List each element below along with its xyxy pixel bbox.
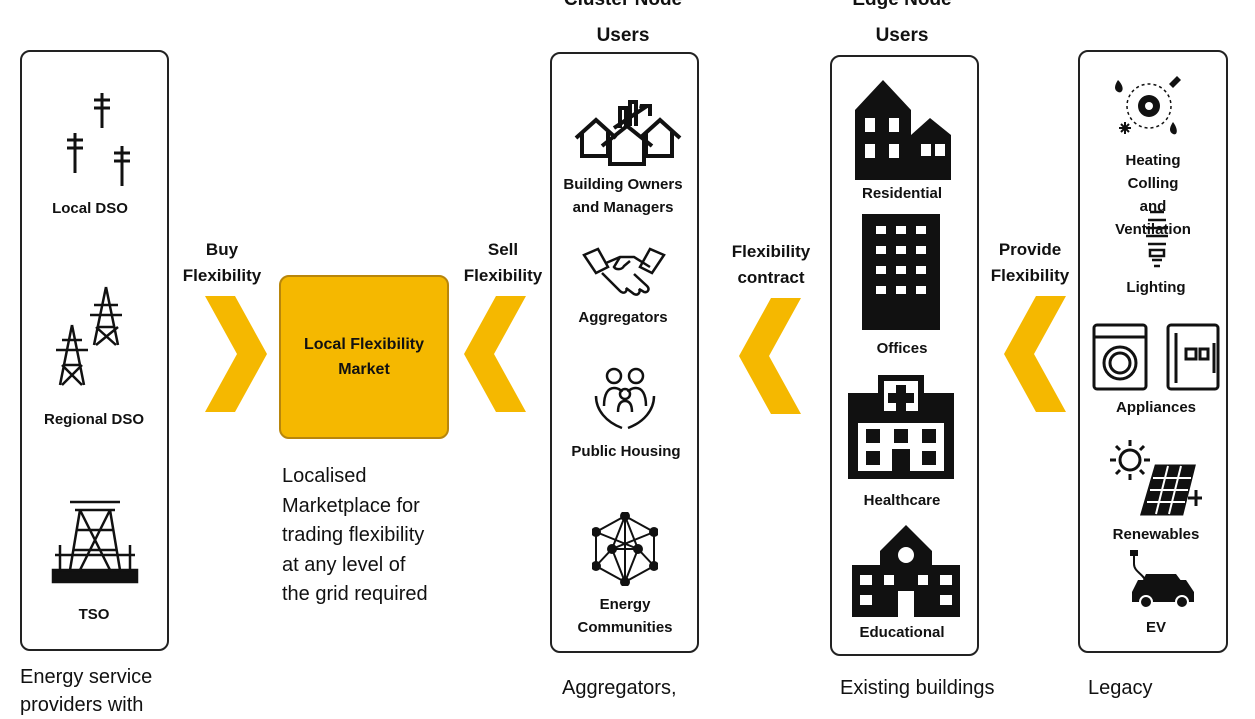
ev-label: EV — [1145, 619, 1167, 636]
sell-flexibility-label: Sell Flexibility — [463, 240, 543, 285]
energy-communities-label: Energy Communities — [577, 596, 673, 636]
renewables-label: Renewables — [1112, 526, 1200, 543]
school-icon — [852, 525, 960, 617]
providers-caption: Energy service providers with — [20, 666, 153, 716]
public-housing-label: Public Housing — [571, 443, 681, 460]
hospital-icon — [848, 375, 954, 479]
edge-node-header: Edge Node Users — [852, 0, 951, 46]
office-tower-icon — [862, 214, 940, 330]
buy-flexibility-label: Buy Flexibility — [182, 240, 262, 285]
power-poles-icon — [67, 93, 130, 186]
bulb-icon — [1146, 210, 1168, 268]
legacy-caption: Legacy — [1088, 677, 1153, 699]
house-icon — [855, 80, 951, 180]
regional-dso-label: Regional DSO — [43, 411, 145, 428]
market-description: Localised Marketplace for trading flexib… — [282, 465, 428, 605]
chevron-left-arrow — [1004, 296, 1066, 412]
offices-label: Offices — [876, 340, 928, 357]
appliances-label: Appliances — [1115, 399, 1197, 416]
educational-label: Educational — [859, 624, 945, 641]
cluster-node-header: Cluster Node Users — [564, 0, 682, 46]
network-icon — [592, 512, 658, 586]
handshake-icon — [582, 247, 666, 296]
ev-car-icon — [1130, 550, 1194, 608]
healthcare-label: Healthcare — [863, 492, 941, 509]
appliances-icon — [1092, 323, 1220, 391]
local-flexibility-market: Local Flexibility Market — [279, 275, 449, 439]
legacy-panel — [1078, 50, 1228, 653]
residential-label: Residential — [861, 185, 943, 202]
aggregators-label: Aggregators — [578, 309, 668, 326]
local-dso-label: Local DSO — [52, 200, 128, 217]
cluster-caption: Aggregators, — [562, 677, 677, 699]
solar-icon — [1110, 440, 1202, 516]
buildings-growth-icon — [574, 100, 682, 166]
provide-flexibility-label: Provide Flexibility — [990, 240, 1070, 285]
chevron-left-arrow — [464, 296, 526, 412]
transmission-towers-icon — [56, 286, 122, 386]
chevron-right-arrow — [205, 296, 267, 412]
family-hands-icon — [594, 367, 656, 430]
edge-caption: Existing buildings — [840, 677, 995, 699]
chevron-left-arrow — [739, 298, 801, 414]
building-owners-label: Building Owners and Managers — [563, 176, 683, 216]
flexibility-contract-label: Flexibility contract — [731, 242, 811, 287]
lighting-label: Lighting — [1126, 279, 1186, 296]
substation-icon — [51, 500, 139, 584]
hvac-icon — [1115, 76, 1181, 135]
tso-label: TSO — [78, 606, 110, 623]
